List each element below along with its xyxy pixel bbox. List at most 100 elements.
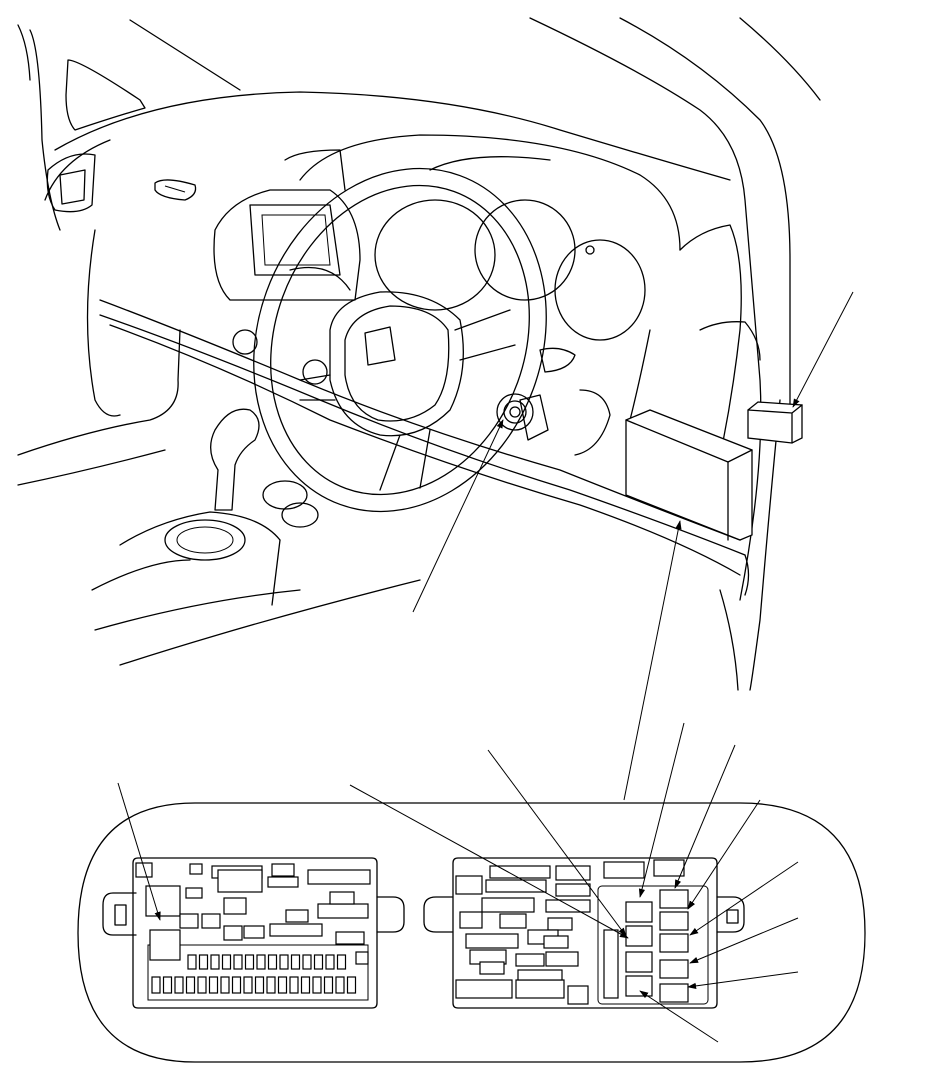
- fuse-slot: [189, 863, 203, 875]
- fuse-slot: [479, 961, 505, 975]
- mini-fuse: [151, 976, 161, 994]
- right-fuse-panel: [452, 857, 718, 1009]
- fuse-slot: [185, 887, 203, 899]
- fuse-slot: [307, 869, 371, 885]
- fuse-slot: [499, 913, 527, 929]
- mini-fuse: [266, 976, 276, 994]
- fuse-slot: [455, 875, 483, 895]
- fuse-slot: [543, 935, 569, 949]
- relay-slot: [603, 929, 619, 999]
- ignition-switch-illustration: [496, 393, 549, 441]
- fuse-slot: [567, 985, 589, 1005]
- relay-slot: [625, 951, 653, 973]
- relay-slot: [659, 911, 689, 931]
- leader-line: [792, 291, 854, 408]
- fuse-slot: [223, 897, 247, 915]
- mini-fuse: [290, 954, 301, 970]
- relay-slot: [659, 889, 689, 909]
- mini-fuse: [336, 954, 347, 970]
- fuse-slot: [271, 863, 295, 877]
- leader-line: [412, 419, 504, 613]
- mini-fuse: [325, 954, 335, 970]
- mini-fuse: [313, 954, 324, 970]
- mini-fuse: [323, 976, 334, 994]
- fuse-slot: [317, 903, 369, 919]
- fuse-slot: [547, 917, 573, 931]
- mini-fuse: [312, 976, 322, 994]
- mini-fuse: [335, 976, 345, 994]
- leader-line: [639, 990, 719, 1043]
- mini-fuse: [187, 954, 197, 970]
- leader-line: [623, 520, 682, 801]
- relay-slot: [625, 901, 653, 923]
- mini-fuse: [302, 954, 312, 970]
- fuse-slot: [545, 899, 591, 913]
- mini-fuse: [174, 976, 184, 994]
- fuse-slot: [515, 953, 545, 967]
- fuse-slot: [243, 925, 265, 939]
- leader-line: [638, 722, 685, 898]
- fuse-slot: [653, 859, 685, 877]
- mini-fuse: [267, 954, 278, 970]
- fuse-slot: [267, 876, 299, 888]
- fuse-slot-group: [135, 859, 689, 1005]
- fuse-slot: [179, 913, 199, 929]
- mini-fuse: [162, 976, 173, 994]
- fuse-slot: [555, 865, 591, 881]
- mini-fuse: [346, 976, 357, 994]
- fuse-slot: [269, 923, 323, 937]
- fuse-slot: [515, 979, 565, 999]
- fuse-slot: [145, 885, 181, 917]
- leader-line: [487, 749, 627, 937]
- fuse-slot: [217, 869, 263, 893]
- fuse-slot: [517, 969, 563, 981]
- relay-slot: [659, 983, 689, 1003]
- relay-slot: [659, 959, 689, 979]
- mini-fuse: [198, 954, 209, 970]
- fuse-slot: [485, 879, 547, 893]
- mini-fuse: [256, 954, 266, 970]
- mini-fuse: [221, 954, 232, 970]
- fuse-relay-box-illustration: [625, 409, 753, 541]
- fuse-slot: [223, 925, 243, 941]
- relay-slot: [625, 925, 653, 947]
- mini-fuse: [300, 976, 311, 994]
- steering-wheel-illustration: [253, 167, 547, 513]
- fuse-slot: [489, 865, 551, 879]
- fuse-box-detail-view: [77, 802, 866, 1063]
- fuse-slot: [459, 911, 483, 929]
- mini-fuse: [289, 976, 299, 994]
- dashboard-illustration: [17, 17, 821, 691]
- leader-line: [117, 782, 161, 921]
- mini-fuse: [244, 954, 255, 970]
- mini-fuse: [210, 954, 220, 970]
- fuse-slot: [465, 933, 519, 949]
- mini-fuse: [185, 976, 196, 994]
- fuse-slot: [545, 951, 579, 967]
- mini-fuse: [243, 976, 253, 994]
- fuse-slot: [355, 951, 369, 965]
- mini-fuse: [208, 976, 219, 994]
- mini-fuse: [220, 976, 230, 994]
- mini-fuse: [279, 954, 289, 970]
- fuse-slot: [555, 883, 591, 897]
- left-fuse-panel: [132, 857, 378, 1009]
- fuse-slot: [335, 931, 365, 945]
- leader-line: [349, 784, 629, 939]
- fuse-slot: [603, 861, 645, 879]
- leader-line: [687, 799, 761, 910]
- mini-fuse: [277, 976, 288, 994]
- leader-line-group: [117, 291, 854, 1043]
- leader-line: [689, 861, 799, 936]
- fuse-slot: [149, 929, 181, 961]
- leader-line: [674, 744, 736, 889]
- fuse-slot: [135, 862, 153, 878]
- fuse-slot: [285, 909, 309, 923]
- mini-fuse: [233, 954, 243, 970]
- fuse-slot: [201, 913, 221, 929]
- leader-line: [689, 917, 799, 964]
- relay-illustration: [747, 401, 803, 444]
- mini-fuse: [197, 976, 207, 994]
